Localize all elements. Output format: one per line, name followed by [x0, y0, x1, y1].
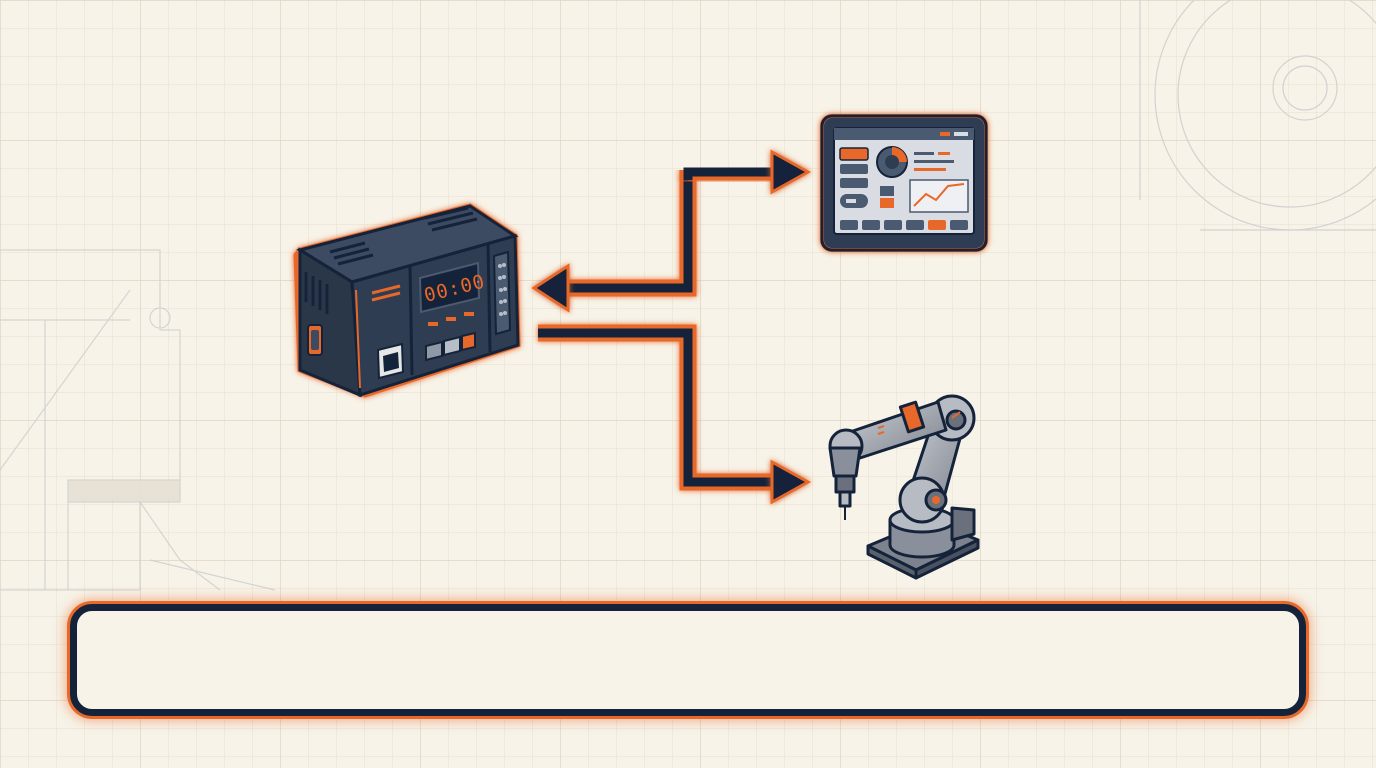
connector-arrows — [538, 163, 780, 491]
blueprint-sketch-right — [1139, 0, 1376, 231]
hmi-panel-icon — [820, 114, 988, 252]
caption-box — [70, 604, 1306, 716]
plc-controller-icon: 00:00 — [293, 203, 521, 398]
blueprint-sketch-left — [0, 249, 276, 591]
arrowhead-plc — [531, 263, 570, 313]
robot-arm-icon — [828, 394, 980, 580]
arrowhead-robot — [770, 459, 812, 505]
arrowhead-hmi — [770, 149, 812, 195]
